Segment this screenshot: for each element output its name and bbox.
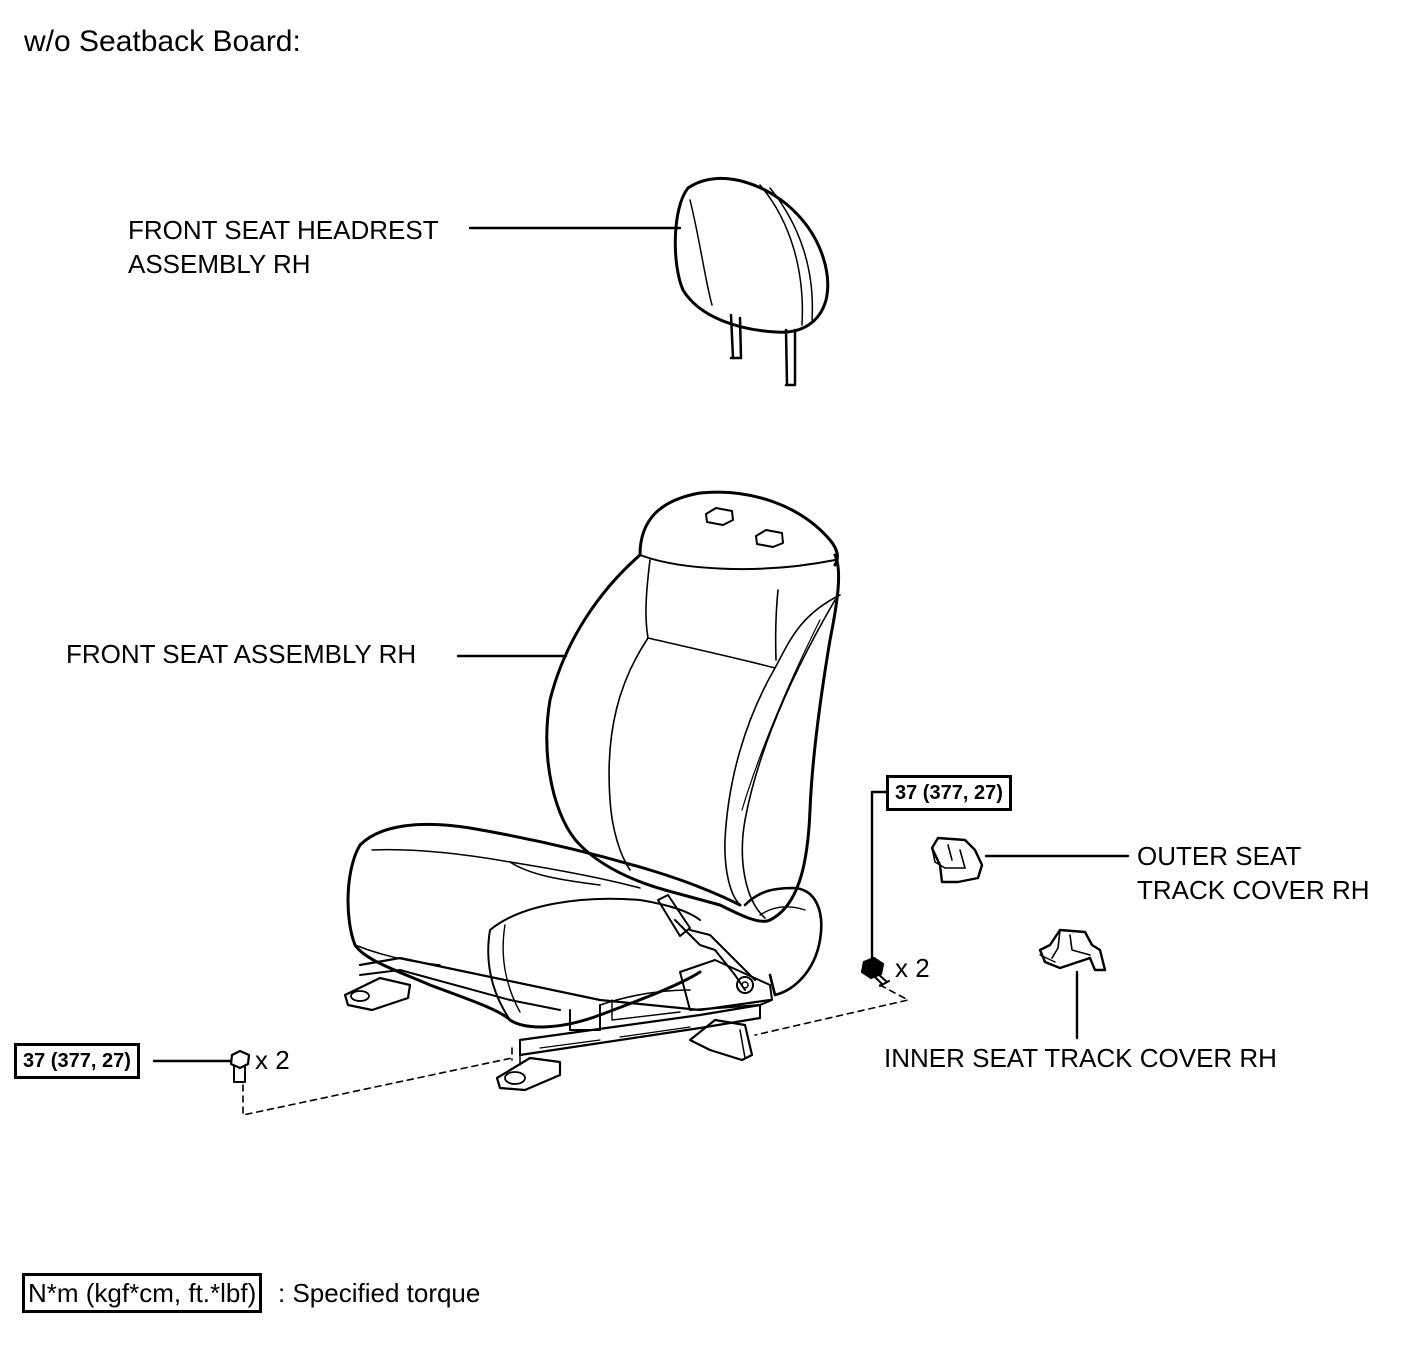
outer-cover-label-line1: OUTER SEAT [1137, 841, 1302, 871]
quantity-right: x 2 [895, 953, 930, 983]
seat-drawing [343, 490, 841, 1092]
dashed-guides [242, 984, 909, 1116]
torque-spec-right: 37 (377, 27) [886, 775, 1012, 811]
inner-seat-track-cover-label: INNER SEAT TRACK COVER RH [884, 1043, 1277, 1073]
headrest-label-line2: ASSEMBLY RH [128, 249, 311, 279]
front-seat-label: FRONT SEAT ASSEMBLY RH [66, 639, 417, 669]
outer-seat-track-cover-label: OUTER SEAT TRACK COVER RH [1137, 839, 1370, 907]
headrest-label: FRONT SEAT HEADREST ASSEMBLY RH [128, 213, 439, 281]
outer-seat-track-cover-drawing [930, 836, 984, 884]
diagram-title: w/o Seatback Board: [24, 25, 301, 58]
headrest-drawing [673, 177, 830, 387]
left-bolt-drawing [229, 1049, 251, 1083]
inner-seat-track-cover-drawing [1038, 928, 1107, 972]
headrest-label-line1: FRONT SEAT HEADREST [128, 215, 439, 245]
legend-unit-box: N*m (kgf*cm, ft.*lbf) [22, 1273, 263, 1313]
legend-description: : Specified torque [278, 1278, 481, 1308]
leader-lines [152, 226, 1130, 1063]
torque-spec-left: 37 (377, 27) [14, 1043, 140, 1079]
quantity-left: x 2 [255, 1045, 290, 1075]
right-bolt-drawing [860, 956, 890, 987]
outer-cover-label-line2: TRACK COVER RH [1137, 875, 1370, 905]
